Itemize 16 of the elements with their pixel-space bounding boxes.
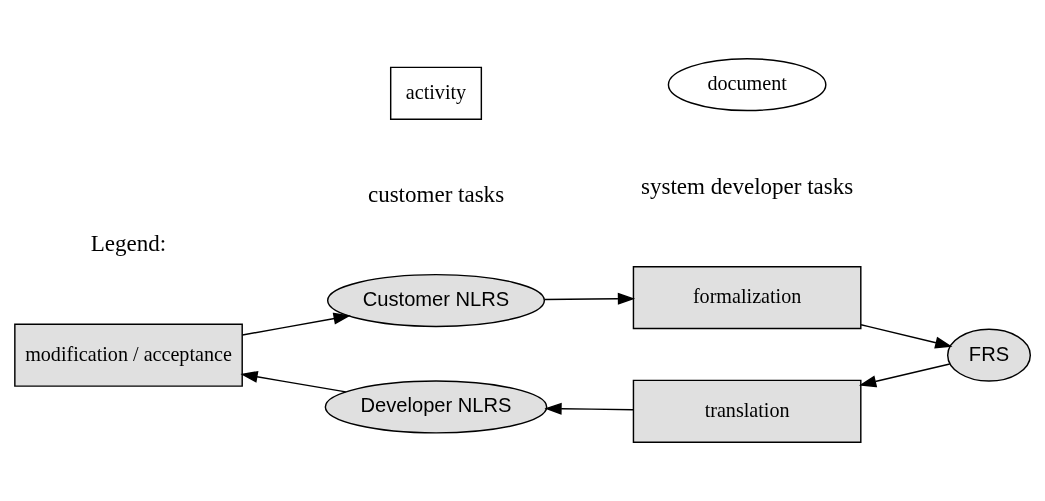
arrow bbox=[544, 292, 636, 305]
node-ellipse: Developer NLRS bbox=[324, 380, 548, 434]
legend-label: document bbox=[707, 71, 787, 94]
node-box: formalization bbox=[632, 265, 862, 330]
arrow bbox=[240, 370, 347, 393]
legend-label: activity bbox=[405, 80, 467, 103]
node-ellipse: FRS bbox=[947, 328, 1031, 382]
label: system developer tasks bbox=[641, 172, 854, 199]
label: customer tasks bbox=[367, 181, 505, 208]
arrow bbox=[860, 324, 953, 349]
arrow bbox=[544, 402, 634, 415]
node-box: modification / acceptance bbox=[14, 323, 243, 387]
arrow bbox=[858, 363, 951, 388]
label: Legend: bbox=[90, 230, 167, 257]
arrow bbox=[241, 312, 351, 336]
node-box: translation bbox=[632, 379, 862, 443]
